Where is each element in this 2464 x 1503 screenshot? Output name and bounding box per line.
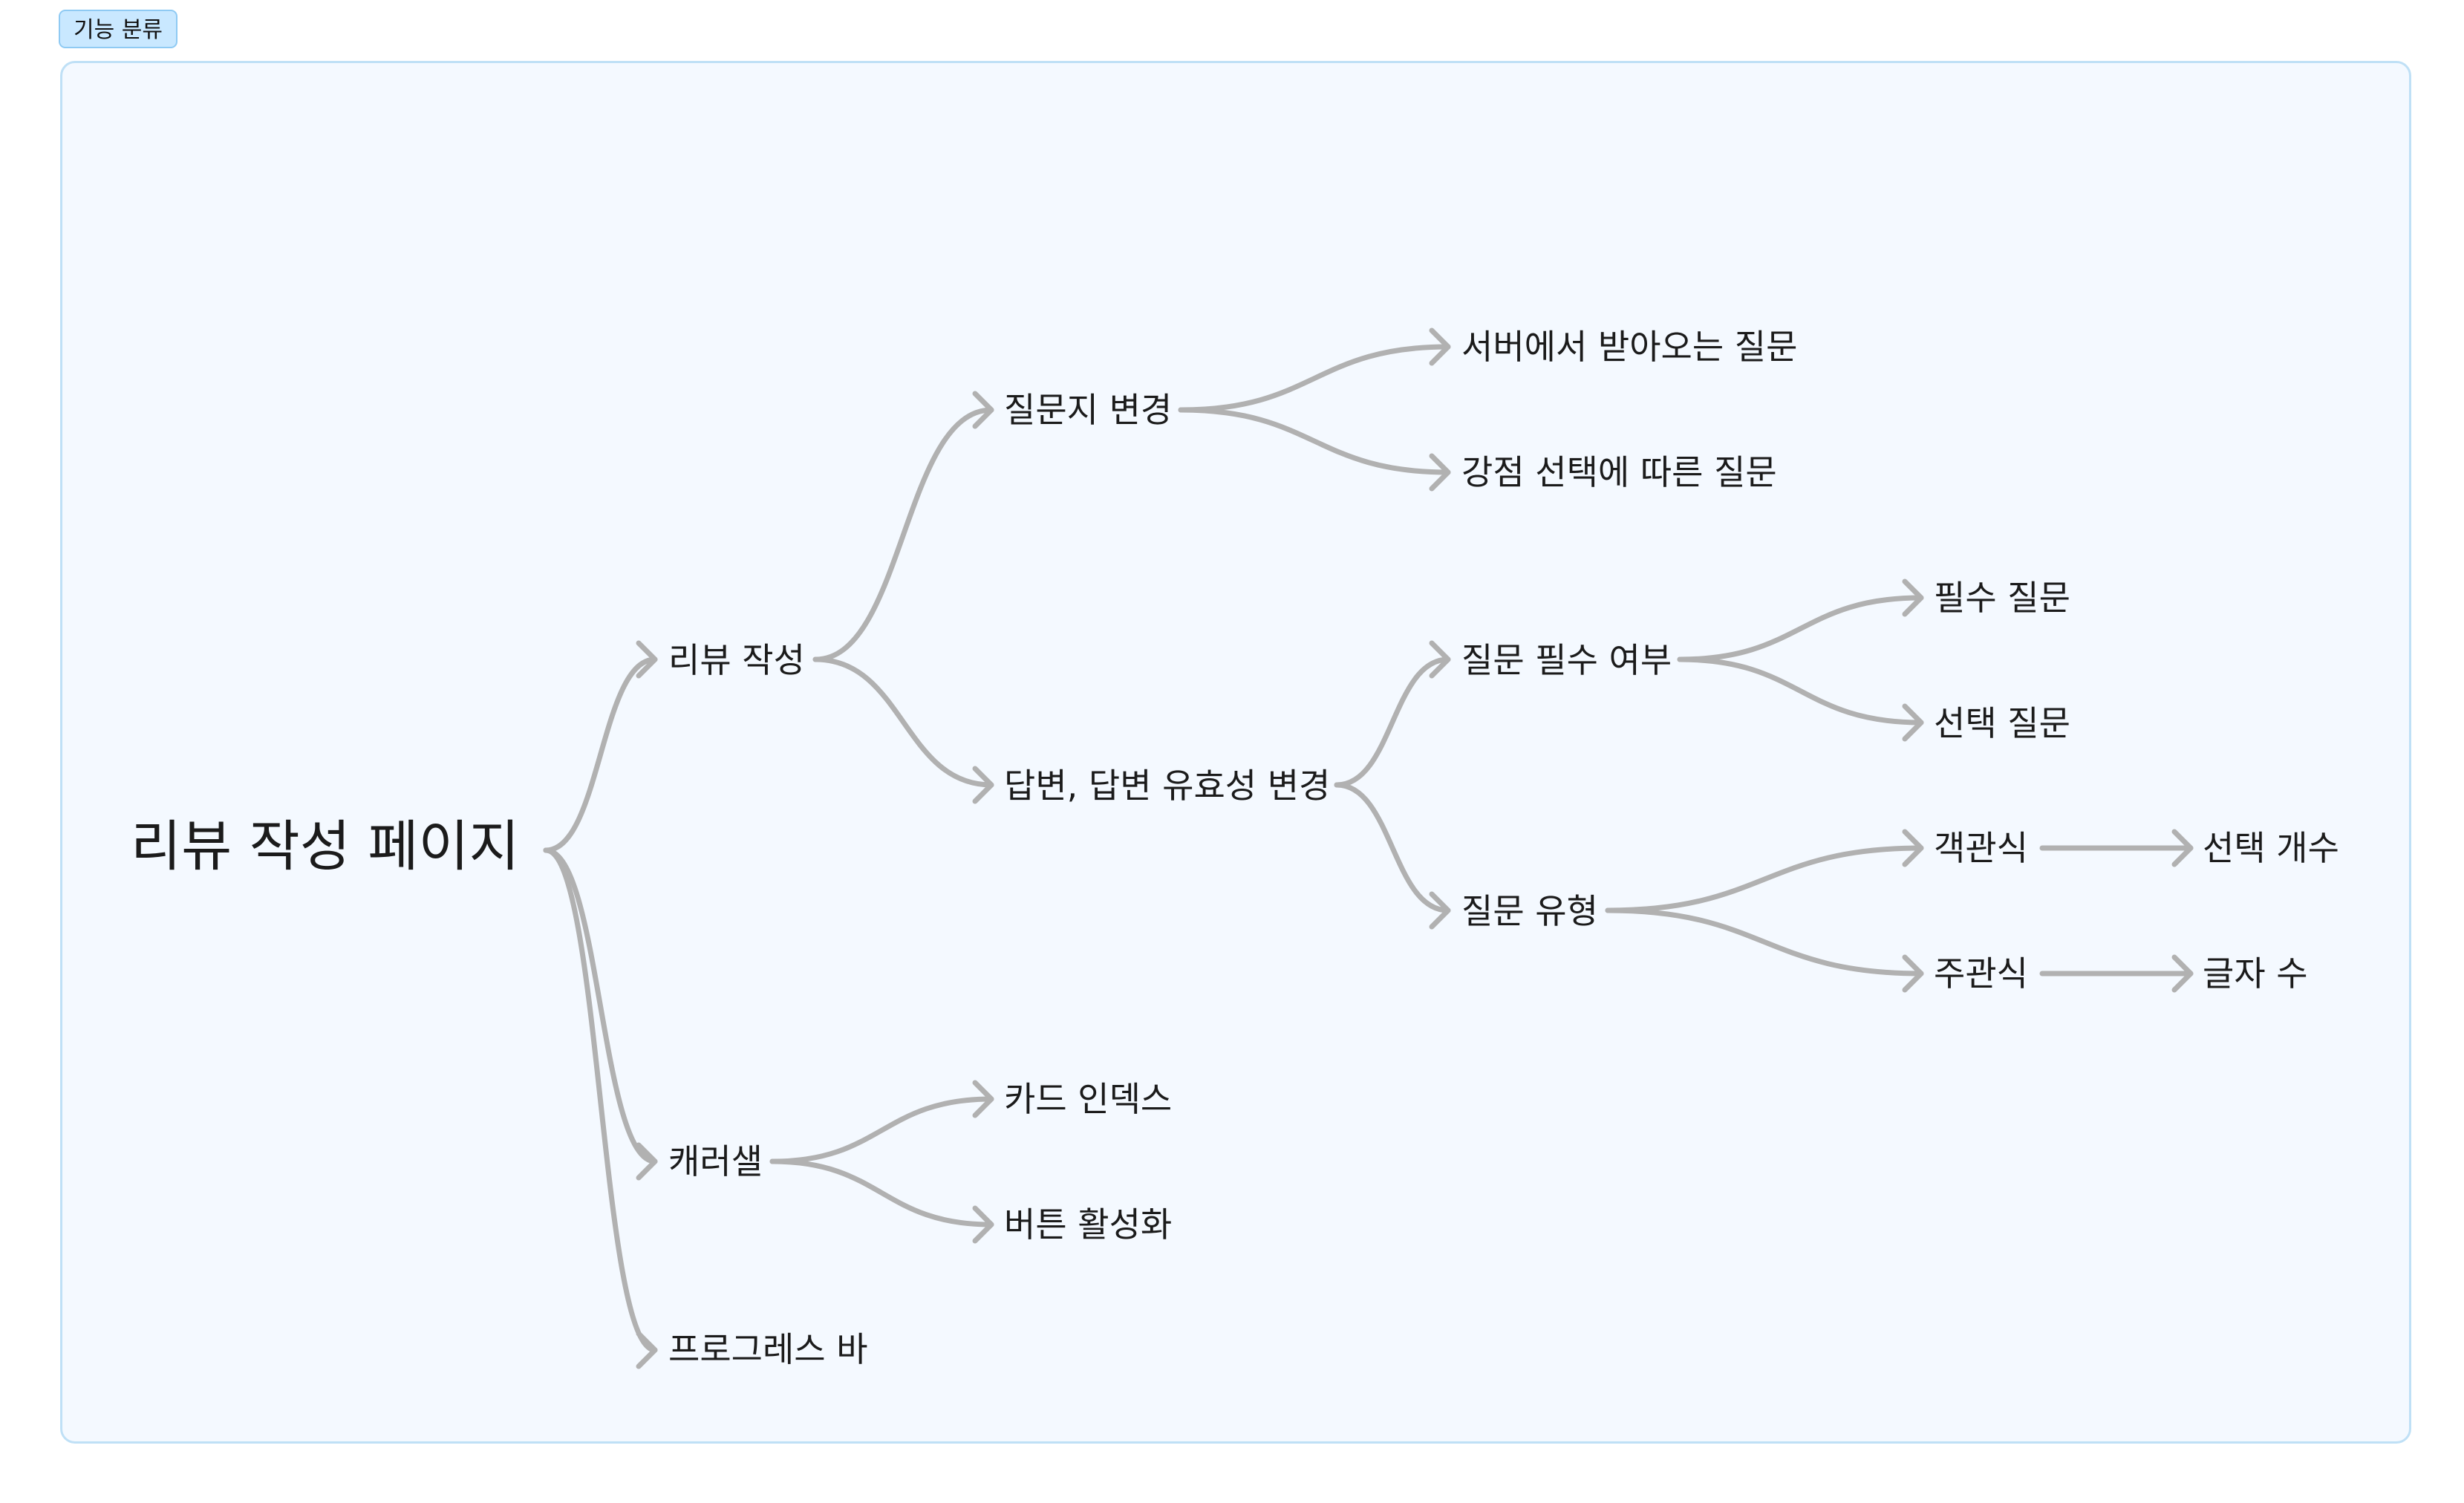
edge-root-to-progress-bar [543, 847, 658, 1353]
node-select-count: 선택 개수 [2203, 828, 2339, 868]
edge-review-write-to-answer [812, 656, 994, 788]
node-question-required: 질문 필수 여부 [1461, 640, 1672, 680]
category-badge: 기능 분류 [59, 10, 177, 48]
edge-type-to-objective [1605, 845, 1924, 913]
node-button-activation: 버튼 활성화 [1004, 1204, 1172, 1245]
root-node: 리뷰 작성 페이지 [131, 815, 520, 878]
arrowhead-root-to-carousel [636, 1142, 658, 1181]
edge-questionnaire-to-server [1178, 344, 1451, 413]
edge-required-to-required-q [1677, 595, 1924, 662]
arrowhead-root-to-progress-bar [636, 1331, 658, 1369]
edge-carousel-to-card-index [769, 1096, 994, 1164]
edge-root-to-review-write [543, 656, 658, 853]
edge-required-to-optional-q [1677, 656, 1924, 726]
arrowhead-required-to-optional-q [1902, 703, 1924, 742]
edge-questionnaire-to-strength [1178, 407, 1451, 475]
node-required-question: 필수 질문 [1934, 578, 2070, 618]
arrowhead-questionnaire-to-server [1429, 327, 1451, 366]
node-subjective: 주관식 [1934, 953, 2028, 994]
edge-answer-to-required [1334, 656, 1451, 788]
arrowhead-type-to-objective [1902, 829, 1924, 867]
arrowhead-subjective-to-char-count [2171, 954, 2194, 993]
edge-root-to-carousel [543, 847, 658, 1164]
mindmap-edges [543, 327, 2194, 1369]
arrowhead-objective-to-select-count [2171, 829, 2194, 867]
edge-carousel-to-button [769, 1158, 994, 1227]
arrowhead-root-to-review-write [636, 640, 658, 679]
arrowhead-answer-to-required [1429, 640, 1451, 679]
node-card-index: 카드 인덱스 [1004, 1079, 1172, 1119]
node-change-answer-validity: 답변, 답변 유효성 변경 [1004, 766, 1330, 806]
edge-answer-to-type [1334, 782, 1451, 913]
mindmap-frame [60, 61, 2411, 1444]
arrowhead-review-write-to-answer [972, 766, 994, 804]
node-objective: 객관식 [1934, 828, 2028, 868]
node-progress-bar: 프로그레스 바 [668, 1329, 868, 1369]
arrowhead-review-write-to-questionnaire [972, 391, 994, 429]
arrowhead-required-to-required-q [1902, 578, 1924, 617]
node-questions-from-server: 서버에서 받아오는 질문 [1461, 327, 1797, 367]
node-questions-by-strength: 강점 선택에 따른 질문 [1461, 452, 1777, 492]
node-review-write: 리뷰 작성 [668, 640, 805, 680]
edge-type-to-subjective [1605, 907, 1924, 977]
arrowhead-carousel-to-button [972, 1205, 994, 1244]
edge-review-write-to-questionnaire [812, 407, 994, 662]
node-change-questionnaire: 질문지 변경 [1004, 390, 1172, 430]
arrowhead-answer-to-type [1429, 891, 1451, 930]
arrowhead-carousel-to-card-index [972, 1080, 994, 1118]
category-badge-label: 기능 분류 [74, 17, 163, 43]
node-char-count: 글자 수 [2203, 953, 2308, 994]
arrowhead-questionnaire-to-strength [1429, 453, 1451, 492]
arrowhead-type-to-subjective [1902, 954, 1924, 993]
node-carousel: 캐러샐 [668, 1141, 763, 1181]
node-question-type: 질문 유형 [1461, 891, 1598, 931]
node-optional-question: 선택 질문 [1934, 703, 2070, 743]
